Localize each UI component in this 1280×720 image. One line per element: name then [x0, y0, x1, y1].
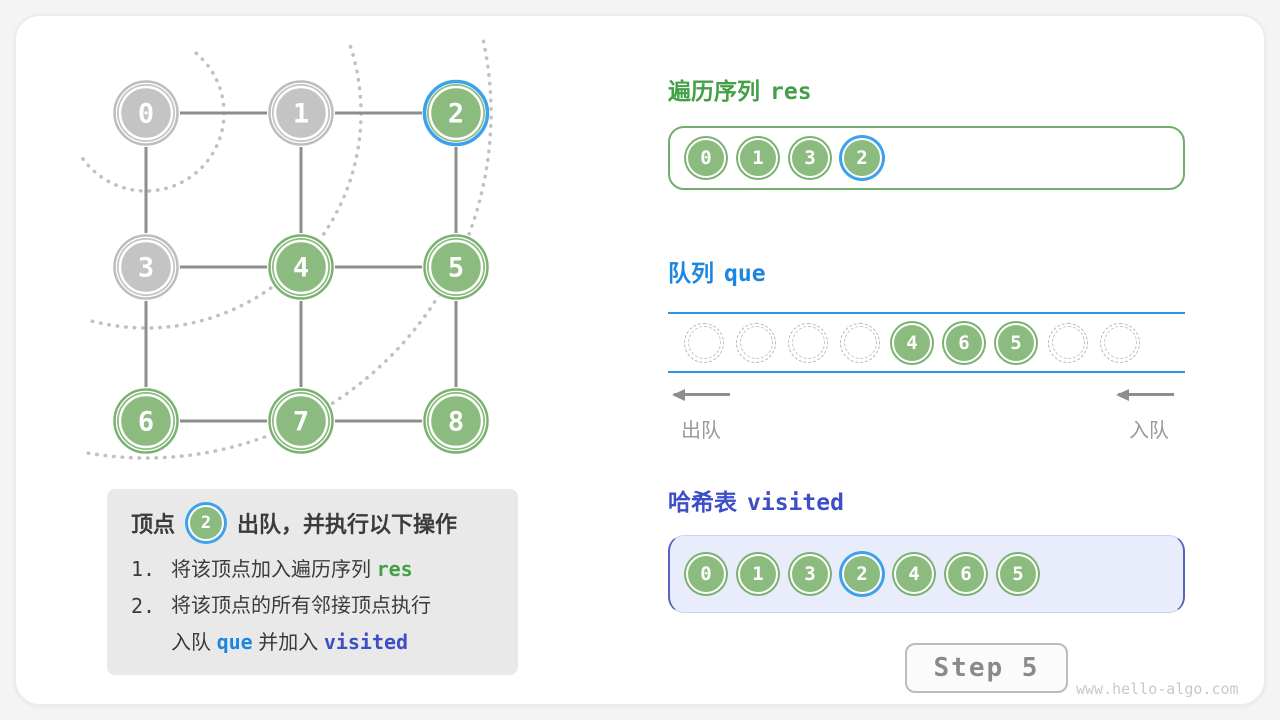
svg-text:2: 2 [448, 99, 464, 130]
visited-heading: 哈希表 visited [668, 483, 844, 517]
value-chip-2: 2 [842, 554, 882, 594]
bfs-level-arc [84, 39, 493, 460]
value-chip-3: 3 [790, 554, 830, 594]
step-badge: Step 5 [905, 643, 1068, 693]
svg-text:8: 8 [448, 407, 464, 438]
value-chip-4: 4 [894, 554, 934, 594]
svg-text:4: 4 [293, 253, 309, 284]
graph-node-3: 3 [112, 233, 180, 301]
graph-node-7: 7 [267, 387, 335, 455]
enqueue-label: 入队 [1129, 420, 1169, 442]
value-chip-1: 1 [738, 138, 778, 178]
svg-text:6: 6 [138, 407, 154, 438]
visited-heading-zh: 哈希表 [668, 489, 737, 515]
graph-node-5: 5 [422, 233, 490, 301]
graph-node-4: 4 [267, 233, 335, 301]
info-title: 顶点 2 出队，并执行以下操作 [131, 505, 518, 541]
queue-empty-slot [684, 322, 724, 363]
svg-text:5: 5 [448, 253, 464, 284]
info-item-number: 2. [131, 594, 156, 618]
graph-node-6: 6 [112, 387, 180, 455]
enqueue-arrow-icon [1118, 393, 1174, 396]
dequeue-label: 出队 [681, 420, 721, 442]
queue-heading-code: que [724, 261, 766, 287]
info-items: 1. 将该顶点加入遍历序列 res 2. 将该顶点的所有邻接顶点执行入队 que 并加… [131, 551, 518, 661]
value-chip-1: 1 [738, 554, 778, 594]
value-chip-5: 5 [996, 322, 1036, 363]
value-chip-5: 5 [998, 554, 1038, 594]
value-chip-0: 0 [686, 138, 726, 178]
value-chip-6: 6 [944, 322, 984, 363]
info-item: 1. 将该顶点加入遍历序列 res [131, 551, 518, 588]
operation-info-box: 顶点 2 出队，并执行以下操作 1. 将该顶点加入遍历序列 res 2. 将该顶点的所… [107, 489, 518, 675]
queue-heading-zh: 队列 [668, 260, 714, 286]
svg-text:7: 7 [293, 407, 309, 438]
value-chip-2: 2 [842, 138, 882, 178]
info-title-prefix: 顶点 [131, 512, 176, 537]
queue-empty-slot [788, 322, 828, 363]
info-title-suffix: 出队，并执行以下操作 [237, 512, 458, 537]
info-item-text: 将该顶点的所有邻接顶点执行 [171, 595, 431, 617]
info-item: 入队 que 并加入 visited [131, 624, 518, 661]
queue-empty-slot [1048, 322, 1088, 363]
res-heading: 遍历序列 res [668, 72, 812, 106]
info-item-text: 将该顶点加入遍历序列 res [171, 557, 413, 581]
graph-node-8: 8 [422, 387, 490, 455]
graph-node-1: 1 [267, 79, 335, 147]
info-item-number: 1. [131, 557, 156, 581]
info-item-text: 入队 que 并加入 visited [171, 630, 409, 654]
res-heading-code: res [770, 79, 812, 105]
res-heading-zh: 遍历序列 [668, 78, 760, 104]
queue-empty-slot [736, 322, 776, 363]
value-chip-0: 0 [686, 554, 726, 594]
graph-node-2: 2 [422, 79, 490, 147]
svg-text:1: 1 [293, 99, 309, 130]
info-item: 2. 将该顶点的所有邻接顶点执行 [131, 588, 518, 624]
graph: 0 1 2 3 4 5 6 7 8 [80, 39, 493, 460]
watermark: www.hello-algo.com [1076, 680, 1239, 698]
value-chip-3: 3 [790, 138, 830, 178]
current-node-chip: 2 [188, 505, 225, 541]
svg-text:0: 0 [138, 99, 154, 130]
dequeue-arrow-icon [674, 393, 730, 396]
visited-heading-code: visited [747, 490, 844, 516]
value-chip-6: 6 [946, 554, 986, 594]
queue-empty-slot [1100, 322, 1140, 363]
queue-heading: 队列 que [668, 254, 766, 288]
value-chip-4: 4 [892, 322, 932, 363]
info-item-number [131, 624, 171, 661]
svg-text:3: 3 [138, 253, 154, 284]
graph-node-0: 0 [112, 79, 180, 147]
queue-empty-slot [840, 322, 880, 363]
